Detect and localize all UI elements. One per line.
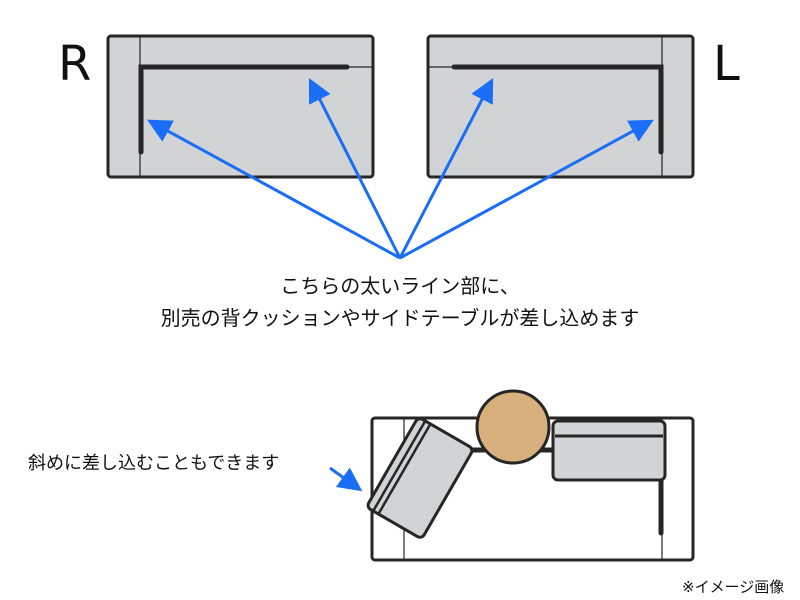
sofa-r	[106, 34, 375, 179]
sofa-diagonal-example	[366, 389, 695, 562]
arrow	[398, 78, 494, 259]
sofa-l	[426, 34, 695, 179]
arrow	[329, 466, 363, 492]
caption-line2: 別売の背クッションやサイドテーブルが差し込めます	[160, 306, 640, 330]
side-table	[475, 389, 551, 465]
label-r: R	[58, 36, 92, 92]
label-l: L	[713, 36, 740, 92]
back-cushion-right	[551, 419, 667, 482]
footnote: ※イメージ画像	[682, 578, 785, 596]
caption-line1: こちらの太いライン部に、	[280, 274, 520, 298]
arrow	[147, 119, 401, 260]
arrows	[147, 77, 654, 492]
arrow	[308, 77, 402, 259]
arrow	[399, 119, 654, 260]
side-note: 斜めに差し込むこともできます	[28, 453, 280, 474]
back-cushion-diagonal	[366, 417, 474, 539]
